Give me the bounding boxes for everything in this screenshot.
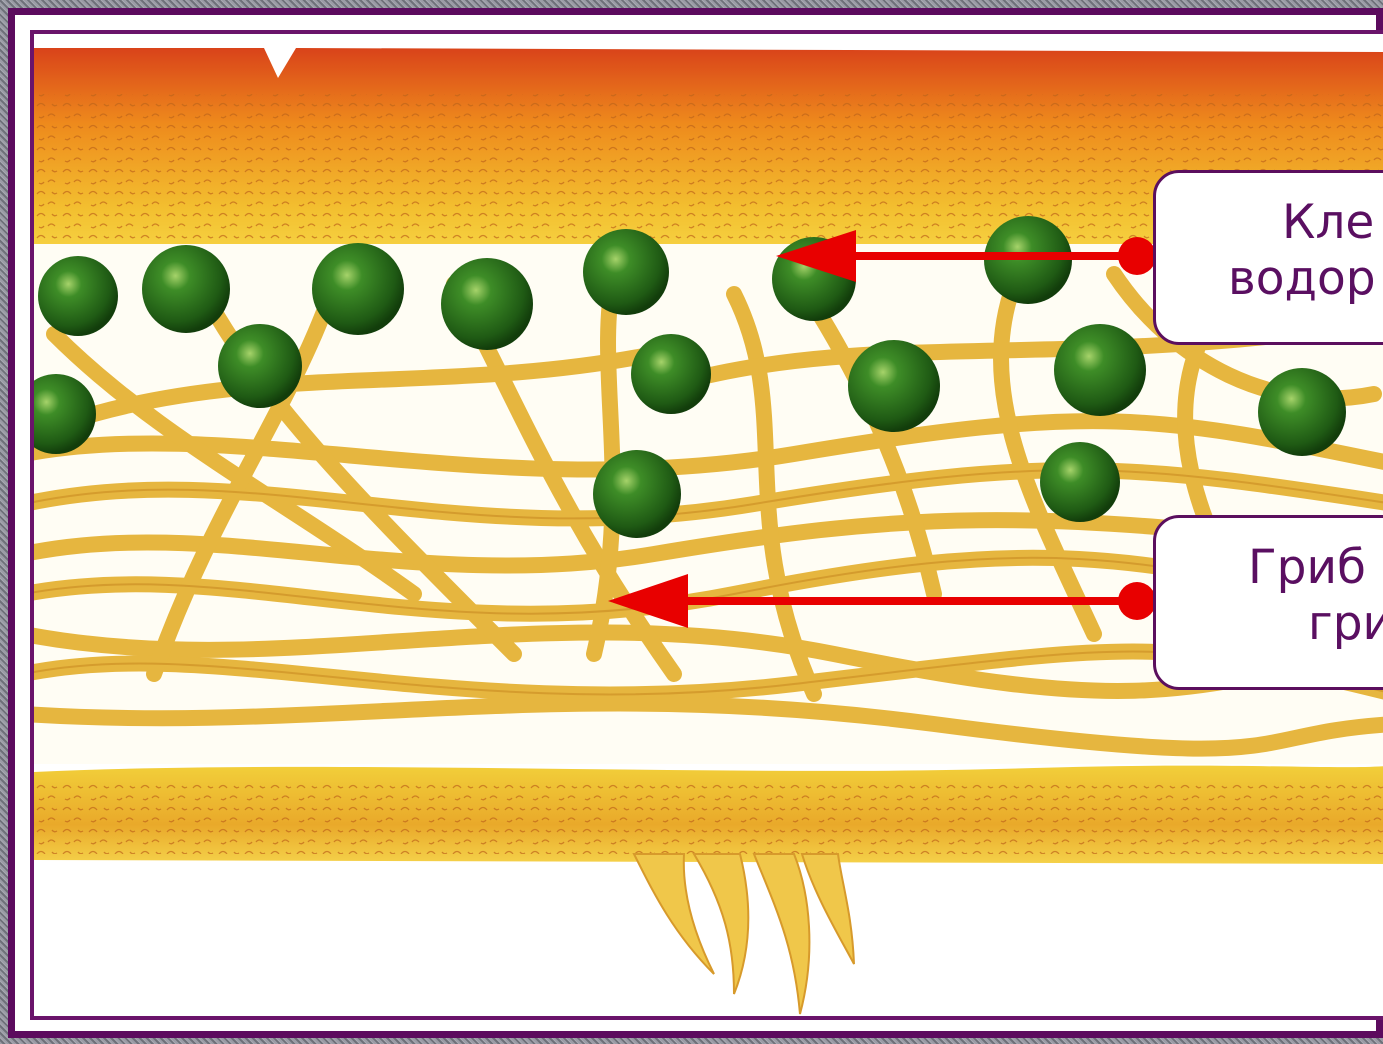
label-algae-line2: водор [1156, 251, 1383, 307]
label-fungi-line2: гри [1156, 596, 1383, 652]
label-algae-line1: Кле [1156, 195, 1383, 251]
label-box-fungi: Гриб гри [1153, 515, 1383, 690]
label-box-algae: Кле водор [1153, 170, 1383, 345]
label-fungi-line1: Гриб [1156, 540, 1383, 596]
rhizines [634, 854, 854, 1014]
